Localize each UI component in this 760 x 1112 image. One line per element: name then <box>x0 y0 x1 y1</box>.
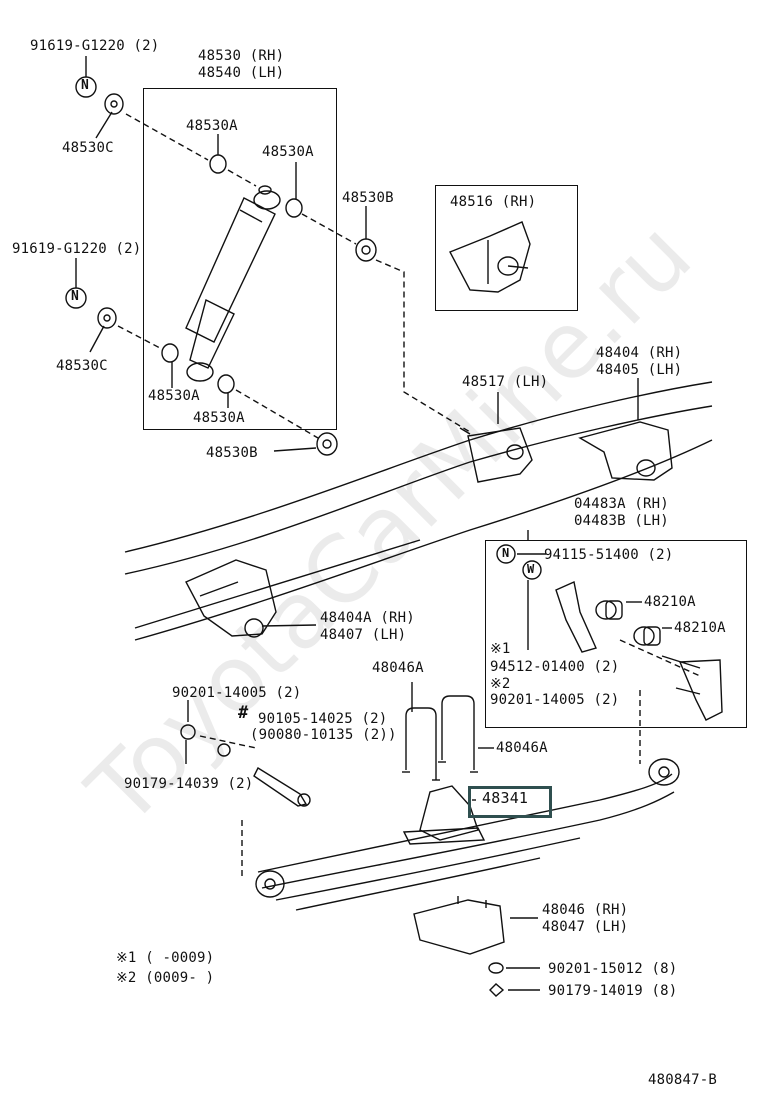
label-shackle-rh: 04483A (RH) <box>574 496 669 512</box>
frame-rail <box>124 381 713 641</box>
shock-absorber-group-box <box>143 88 337 430</box>
shock-bushings <box>97 93 377 456</box>
label-48530a-4: 48530A <box>193 410 245 426</box>
label-rbracket-rh: 48404A (RH) <box>320 610 415 626</box>
label-note2-sym: ※2 <box>490 676 511 692</box>
label-48530c-top: 48530C <box>62 140 114 156</box>
front-hanger <box>459 427 533 483</box>
shock-absorber <box>185 185 281 382</box>
label-48530c-mid: 48530C <box>56 358 108 374</box>
label-48530a-1: 48530A <box>186 118 238 134</box>
leader-lines <box>75 56 672 991</box>
shackle-parts <box>555 581 723 721</box>
label-48530a-3: 48530A <box>148 388 200 404</box>
w-symbol: W <box>527 562 535 576</box>
label-48530b-bottom: 48530B <box>206 445 258 461</box>
label-48530b-top: 48530B <box>342 190 394 206</box>
rear-bracket-upper <box>578 421 673 481</box>
label-bolt-a: 90201-14005 (2) <box>490 692 620 708</box>
bumper-highlight-box <box>468 786 552 818</box>
n-symbol-top: N <box>81 78 89 93</box>
label-seat-rh: 48046 (RH) <box>542 902 629 918</box>
label-bumper: 48341 <box>482 789 529 807</box>
label-bush-1: 48210A <box>644 594 696 610</box>
hanger-inset-box <box>435 185 578 311</box>
n-symbol-mid: N <box>71 289 79 304</box>
rear-bracket-lower <box>185 559 277 638</box>
leaf-spring <box>255 758 680 911</box>
left-bolt-set <box>180 724 311 807</box>
diagram-id: 480847-B <box>648 1072 718 1088</box>
label-nut-left: 90179-14039 (2) <box>124 776 254 792</box>
label-legend-1: ※1 ( -0009) <box>116 950 215 966</box>
label-seat-lh: 48047 (LH) <box>542 919 629 935</box>
label-washer-left: 90201-14005 (2) <box>172 685 302 701</box>
label-bush-2: 48210A <box>674 620 726 636</box>
label-shock-rh: 48530 (RH) <box>198 48 285 64</box>
label-bolt-left-alt: (90080-10135 (2)) <box>250 727 397 743</box>
label-48530a-2: 48530A <box>262 144 314 160</box>
label-ubolt-2: 48046A <box>496 740 548 756</box>
label-hanger-rh: 48516 (RH) <box>450 194 537 210</box>
hanger-inset-drawing <box>449 221 531 293</box>
label-n-clip-mid: 91619-G1220 (2) <box>12 241 142 257</box>
label-seat-nut: 90179-14019 (8) <box>548 983 678 999</box>
spring-seat <box>413 896 505 997</box>
w-circle-icon <box>522 560 542 580</box>
label-bracket-lh: 48405 (LH) <box>596 362 683 378</box>
label-rbracket-lh: 48407 (LH) <box>320 627 407 643</box>
label-shackle-lh: 04483B (LH) <box>574 513 669 529</box>
u-bolts <box>402 695 478 781</box>
label-bracket-rh: 48404 (RH) <box>596 345 683 361</box>
label-seat-washer: 90201-15012 (8) <box>548 961 678 977</box>
label-note1-sym: ※1 <box>490 641 511 657</box>
label-shackle-n: 94115-51400 (2) <box>544 547 674 563</box>
n-circle-icons <box>65 76 516 564</box>
n-symbol-shackle: N <box>502 546 510 560</box>
label-legend-2: ※2 (0009- ) <box>116 970 215 986</box>
shackle-group-box <box>485 540 747 728</box>
label-ubolt-1: 48046A <box>372 660 424 676</box>
label-n-clip-top: 91619-G1220 (2) <box>30 38 160 54</box>
dashed-guides <box>117 113 701 878</box>
label-hash-sym: # <box>238 703 249 723</box>
label-bolt-left: 90105-14025 (2) <box>258 711 388 727</box>
label-shock-lh: 48540 (LH) <box>198 65 285 81</box>
label-hanger-lh: 48517 (LH) <box>462 374 549 390</box>
label-washer: 94512-01400 (2) <box>490 659 620 675</box>
